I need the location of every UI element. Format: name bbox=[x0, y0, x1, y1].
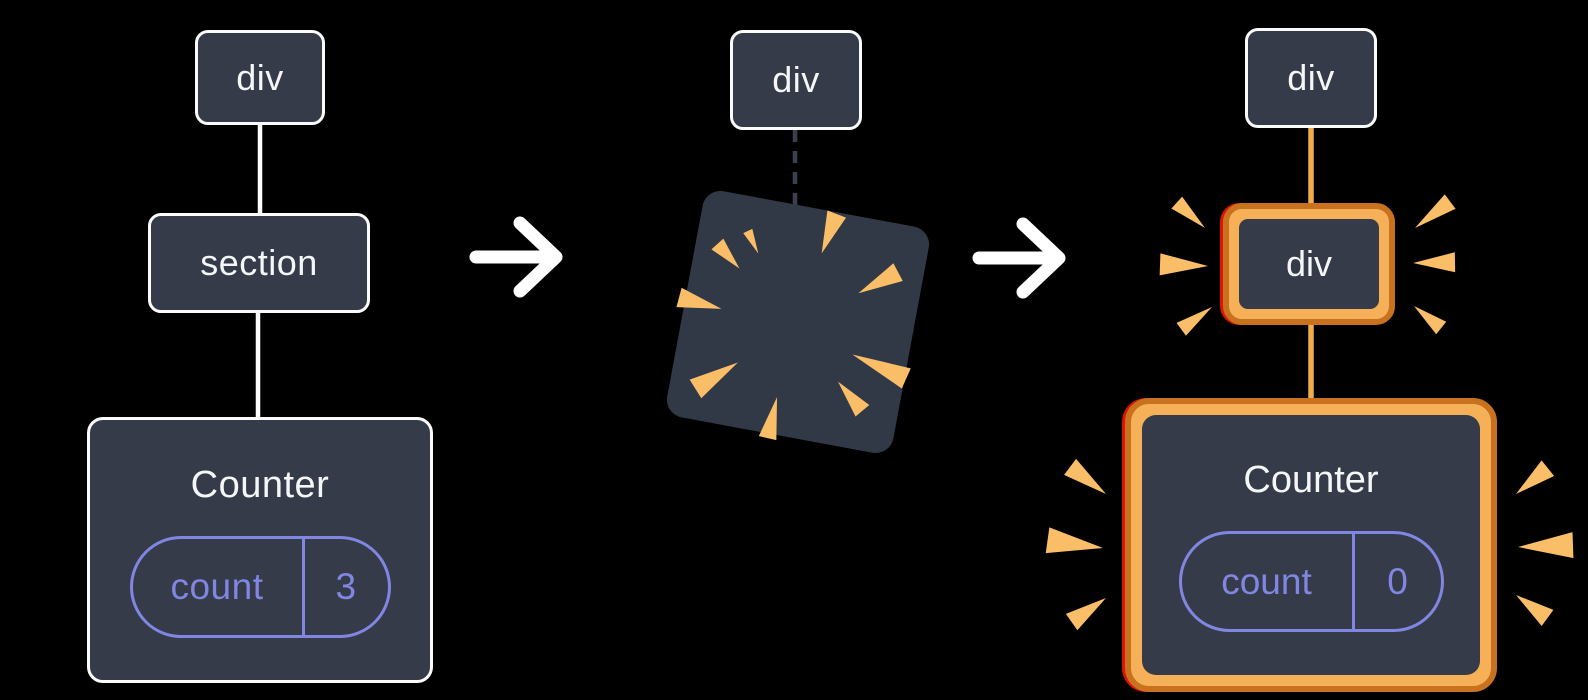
state-pill: count 3 bbox=[129, 536, 391, 638]
tree1-node-counter: Counter count 3 bbox=[87, 417, 433, 683]
spark-icon bbox=[689, 362, 738, 399]
spark-icon bbox=[676, 287, 722, 309]
spark-icon bbox=[1176, 307, 1212, 336]
poof-sparks bbox=[676, 210, 911, 441]
spark-icon bbox=[1516, 460, 1555, 494]
node-body: div bbox=[1239, 219, 1379, 309]
arrow-head bbox=[513, 216, 563, 298]
spark-icon bbox=[1171, 196, 1205, 228]
node-body: Counter count 0 bbox=[1142, 415, 1480, 675]
state-value: 0 bbox=[1387, 560, 1408, 602]
spark-icon bbox=[858, 263, 903, 294]
spark-burst-icon bbox=[1045, 458, 1574, 631]
node-label: div bbox=[1287, 57, 1335, 98]
component-name: Counter bbox=[1243, 459, 1379, 501]
spark-icon bbox=[711, 238, 740, 269]
node-label: div bbox=[1285, 243, 1333, 284]
state-key: count bbox=[1182, 534, 1355, 629]
spark-icon bbox=[1045, 527, 1103, 554]
spark-icon bbox=[743, 228, 759, 254]
arrow-head bbox=[1016, 217, 1066, 299]
arrow-right-icon bbox=[972, 217, 1066, 299]
spark-burst-icon bbox=[1159, 194, 1456, 336]
tree3-node-counter-highlighted: Counter count 0 bbox=[1125, 398, 1497, 692]
poof-delete-icon bbox=[666, 190, 930, 454]
spark-icon bbox=[758, 397, 778, 441]
spark-icon bbox=[821, 210, 847, 254]
component-name: Counter bbox=[190, 464, 330, 506]
spark-icon bbox=[1064, 458, 1106, 494]
node-label: div bbox=[236, 56, 284, 98]
spark-icon bbox=[852, 354, 911, 389]
spark-icon bbox=[1413, 252, 1456, 273]
tree1-node-div: div bbox=[195, 30, 325, 125]
state-pill: count 0 bbox=[1178, 531, 1444, 632]
node-label: div bbox=[772, 59, 820, 100]
spark-icon bbox=[1159, 253, 1208, 276]
tree3-node-div-highlighted: div bbox=[1223, 203, 1395, 325]
spark-icon bbox=[1516, 595, 1554, 627]
arrow-right-icon bbox=[469, 216, 563, 298]
spark-icon bbox=[1065, 598, 1106, 631]
spark-icon bbox=[1414, 306, 1447, 335]
tree3-node-div-root: div bbox=[1245, 28, 1377, 128]
tree2-node-div: div bbox=[730, 30, 862, 130]
spark-icon bbox=[1415, 194, 1456, 228]
node-label: section bbox=[200, 242, 318, 283]
spark-icon bbox=[1518, 532, 1574, 559]
tree1-node-section: section bbox=[148, 213, 370, 313]
state-value: 3 bbox=[335, 566, 357, 607]
poof-box bbox=[666, 190, 930, 454]
state-key: count bbox=[133, 539, 305, 635]
spark-icon bbox=[837, 381, 870, 417]
